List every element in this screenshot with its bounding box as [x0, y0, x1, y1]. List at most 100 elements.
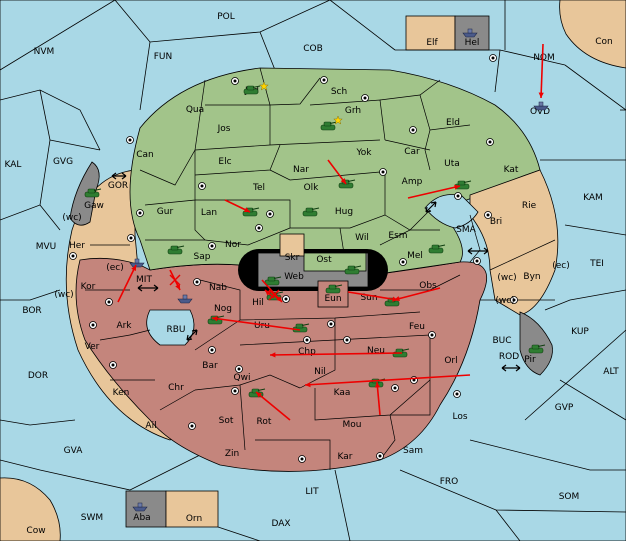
label-sea-17: DAX [271, 519, 290, 529]
label-green-14: Olk [304, 183, 320, 193]
supply-center-17 [510, 296, 518, 304]
supply-center-25 [235, 365, 243, 373]
label-red-19: Rot [257, 417, 272, 427]
label-red-9: Chp [298, 347, 316, 357]
label-red-17: Kaa [334, 388, 351, 398]
label-red-18: Sot [219, 416, 234, 426]
supply-center-4 [126, 136, 134, 144]
label-sea-14: GVA [64, 446, 84, 456]
label-green-13: Tel [252, 183, 265, 193]
label-grey-1: Pir [524, 355, 536, 365]
star-icon [333, 115, 343, 125]
label-grey-0: Hel [465, 38, 480, 48]
label-red-10: Neu [367, 346, 385, 356]
label-sea-22: KUP [571, 327, 589, 337]
adjacency-arrows [111, 172, 521, 372]
supply-centres [69, 54, 518, 463]
label-sea-8: GOR [108, 181, 128, 191]
supply-center-22 [127, 234, 135, 242]
order-arrowhead [256, 392, 262, 398]
supply-center-26 [303, 336, 311, 344]
label-tan-1: Con [595, 37, 613, 47]
order-arrowhead [394, 296, 400, 302]
tank-icon[interactable] [325, 284, 343, 294]
label-sea-27: SMA [456, 225, 476, 235]
label-grey-3: Web [284, 272, 304, 282]
supply-center-21 [109, 361, 117, 369]
label-tan-8: Chr [168, 383, 184, 393]
region-cow[interactable] [0, 477, 61, 541]
order-arrowhead [244, 207, 250, 213]
label-green-21: Wil [355, 233, 369, 243]
supply-center-15 [473, 257, 481, 265]
label-red-8: Ark [116, 321, 132, 331]
tank-icon[interactable] [320, 121, 338, 131]
label-green-1: Sch [331, 87, 347, 97]
tank-icon[interactable] [242, 207, 260, 217]
supply-center-11 [454, 192, 462, 200]
tank-icon[interactable] [167, 245, 185, 255]
ship-icon[interactable] [462, 28, 478, 38]
label-green-20: Sap [194, 252, 211, 262]
label-sea-13: DOR [28, 371, 48, 381]
label-tan-0: Elf [426, 38, 438, 48]
label-tan-3: Her [69, 241, 85, 251]
label-green-23: Mel [407, 251, 423, 261]
label-green-8: Car [404, 147, 420, 157]
ship-icon[interactable] [177, 294, 193, 304]
label-green-5: Can [136, 150, 154, 160]
supply-center-3 [489, 54, 497, 62]
order-arrowhead [340, 178, 346, 184]
tank-icon[interactable] [528, 344, 546, 354]
label-green-4: Jos [217, 124, 231, 134]
supply-center-14 [399, 258, 407, 266]
tank-icon[interactable] [243, 85, 261, 95]
label-sea-23: BUC [492, 336, 511, 346]
label-green-19: Nor [225, 240, 241, 250]
order-arrowhead [265, 290, 271, 296]
supply-center-10 [486, 138, 494, 146]
ship-icon[interactable] [129, 258, 145, 268]
region-pir[interactable] [519, 311, 553, 376]
label-tan-7: Byn [523, 272, 540, 282]
label-red-2: Obs [419, 281, 437, 291]
region-orn[interactable] [165, 490, 219, 528]
tank-icon[interactable] [302, 207, 320, 217]
tank-icon[interactable] [84, 188, 102, 198]
supply-center-6 [136, 209, 144, 217]
region-con[interactable] [559, 0, 626, 69]
units [84, 28, 549, 512]
supply-center-8 [266, 210, 274, 218]
supply-center-7 [198, 182, 206, 190]
label-red-23: Kar [338, 452, 353, 462]
label-red-4: Eun [324, 294, 341, 304]
label-green-24: Ost [316, 255, 332, 265]
supply-center-30 [391, 384, 399, 392]
label-sea-12: RBU [166, 325, 185, 335]
region-aba[interactable] [125, 490, 167, 528]
order-arrowhead [175, 284, 180, 290]
label-sea-24: ROD [499, 352, 519, 362]
star-icon [259, 81, 269, 91]
supply-center-1 [320, 76, 328, 84]
supply-center-31 [298, 455, 306, 463]
ship-icon[interactable] [132, 502, 148, 512]
ship-icon[interactable] [533, 101, 549, 111]
supply-center-37 [327, 320, 335, 328]
label-coast-3: (wc) [497, 273, 516, 283]
label-red-5: Nog [214, 304, 232, 314]
order-arrowhead [305, 382, 311, 388]
label-tan-6: Rie [522, 201, 537, 211]
tank-icon[interactable] [344, 265, 362, 275]
region-gaw[interactable] [69, 161, 100, 226]
tank-icon[interactable] [264, 276, 282, 286]
label-coast-5: (wc) [495, 296, 514, 306]
label-sea-9: MVU [36, 242, 57, 252]
order-arrowhead [212, 316, 218, 322]
supply-center-24 [208, 346, 216, 354]
label-tan-2: Gaw [84, 201, 104, 211]
label-green-16: Gur [157, 207, 174, 217]
tank-icon[interactable] [428, 244, 446, 254]
label-green-15: Amp [402, 177, 423, 187]
